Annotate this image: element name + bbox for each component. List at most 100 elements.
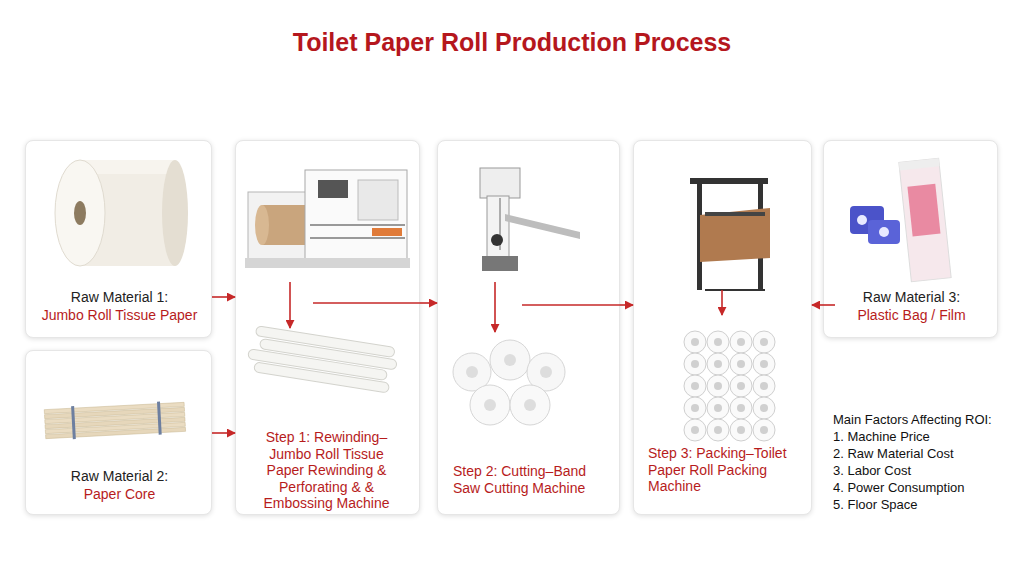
toilet-roll-picture [540, 366, 552, 378]
flow-arrow [212, 432, 235, 434]
roll-stack-picture [760, 404, 768, 412]
roll-stack-picture [753, 331, 775, 353]
rewinding-machine-picture [310, 237, 405, 239]
rewinding-machine-picture [318, 180, 348, 198]
diagram-title: Toilet Paper Roll Production Process [0, 28, 1024, 57]
roll-stack-picture [707, 331, 729, 353]
toilet-roll-picture [453, 340, 565, 425]
rewinding-machine-picture [248, 192, 310, 260]
rewinding-machine-picture [262, 205, 306, 245]
flow-guide [721, 290, 723, 315]
node-text: Plastic Bag / Film [824, 307, 999, 324]
roll-stack-picture [714, 382, 722, 390]
rewinding-machine-picture [372, 228, 402, 236]
roll-stack-picture [714, 338, 722, 346]
paper-core-picture [45, 417, 185, 428]
paper-log-picture [246, 325, 399, 394]
roll-stack-picture [691, 404, 699, 412]
jumbo-roll-picture [162, 160, 188, 266]
band-saw-picture [487, 196, 509, 258]
roll-stack-picture [714, 426, 722, 434]
toilet-roll-picture [490, 340, 530, 380]
packing-machine-picture [690, 178, 768, 184]
rewinding-machine-picture [310, 224, 405, 226]
plastic-bag-picture [857, 215, 867, 225]
packing-machine-picture [690, 178, 770, 290]
jumbo-roll-picture [55, 160, 105, 266]
roll-stack-picture [707, 397, 729, 419]
process-box: Step 1: Rewinding– Jumbo Roll Tissue Pap… [235, 140, 420, 515]
roll-stack-picture [737, 382, 745, 390]
raw-material-box: Raw Material 1:Jumbo Roll Tissue Paper [25, 140, 212, 338]
plastic-bag-picture [899, 158, 951, 282]
flow-guide [289, 282, 291, 328]
rewinding-machine-picture [245, 170, 410, 268]
roll-stack-picture [753, 375, 775, 397]
paper-core-picture [44, 402, 184, 413]
rewinding-machine-picture [358, 180, 398, 220]
node-heading: Step 3: Packing–Toilet Paper Roll Packin… [648, 445, 808, 495]
plastic-bag-picture [850, 158, 951, 282]
packing-machine-picture [705, 212, 765, 216]
paper-core-picture [45, 407, 185, 418]
band-saw-picture [480, 168, 580, 271]
paper-log-picture [248, 349, 388, 381]
toilet-roll-picture [510, 385, 550, 425]
flow-arrow [212, 296, 235, 298]
jumbo-roll-picture [80, 160, 175, 266]
paper-core-picture [46, 427, 186, 438]
toilet-roll-picture [470, 385, 510, 425]
toilet-roll-picture [524, 399, 536, 411]
note-item: 5. Floor Space [833, 497, 918, 513]
roll-stack-picture [684, 375, 706, 397]
note-item: 3. Labor Cost [833, 463, 911, 479]
node-text: Jumbo Roll Tissue Paper [26, 307, 213, 324]
raw-material-box: Raw Material 2:Paper Core [25, 350, 212, 515]
roll-stack-picture [684, 331, 775, 441]
roll-stack-picture [691, 360, 699, 368]
note-item: 1. Machine Price [833, 429, 930, 445]
flow-arrow [420, 302, 437, 304]
roll-stack-picture [730, 419, 752, 441]
roll-stack-picture [753, 419, 775, 441]
band-saw-picture [491, 234, 503, 246]
paper-core-picture [71, 406, 76, 439]
flow-arrow [620, 304, 633, 306]
roll-stack-picture [707, 375, 729, 397]
node-text: Paper Core [26, 486, 213, 503]
band-saw-picture [505, 214, 580, 239]
toilet-roll-picture [484, 399, 496, 411]
roll-stack-picture [730, 353, 752, 375]
toilet-roll-picture [527, 353, 565, 391]
roll-stack-picture [730, 397, 752, 419]
toilet-roll-picture [453, 353, 491, 391]
flow-guide [823, 304, 835, 306]
process-box: Step 3: Packing–Toilet Paper Roll Packin… [633, 140, 812, 515]
packing-machine-picture [700, 208, 770, 262]
flow-guide [522, 304, 620, 306]
paper-log-picture [254, 362, 390, 393]
paper-core-picture [157, 402, 162, 435]
paper-log-picture [259, 338, 397, 369]
node-heading: Raw Material 3: [824, 289, 999, 306]
raw-material-box: Raw Material 3:Plastic Bag / Film [823, 140, 998, 338]
roll-stack-picture [714, 360, 722, 368]
node-heading: Step 1: Rewinding– Jumbo Roll Tissue Pap… [254, 429, 399, 512]
node-heading: Step 2: Cutting–Band Saw Cutting Machine [453, 463, 613, 496]
roll-stack-picture [753, 397, 775, 419]
jumbo-roll-picture [55, 160, 188, 266]
roll-stack-picture [691, 338, 699, 346]
roll-stack-picture [737, 404, 745, 412]
paper-log-picture [255, 326, 395, 358]
band-saw-picture [482, 256, 518, 271]
roll-stack-picture [730, 331, 752, 353]
roll-stack-picture [753, 353, 775, 375]
roll-stack-picture [684, 397, 706, 419]
roll-stack-picture [707, 419, 729, 441]
plastic-bag-picture [879, 227, 889, 237]
roll-stack-picture [684, 331, 706, 353]
note-item: 4. Power Consumption [833, 480, 965, 496]
process-box: Step 2: Cutting–Band Saw Cutting Machine [437, 140, 620, 515]
roll-stack-picture [737, 360, 745, 368]
paper-core-picture [45, 422, 185, 433]
